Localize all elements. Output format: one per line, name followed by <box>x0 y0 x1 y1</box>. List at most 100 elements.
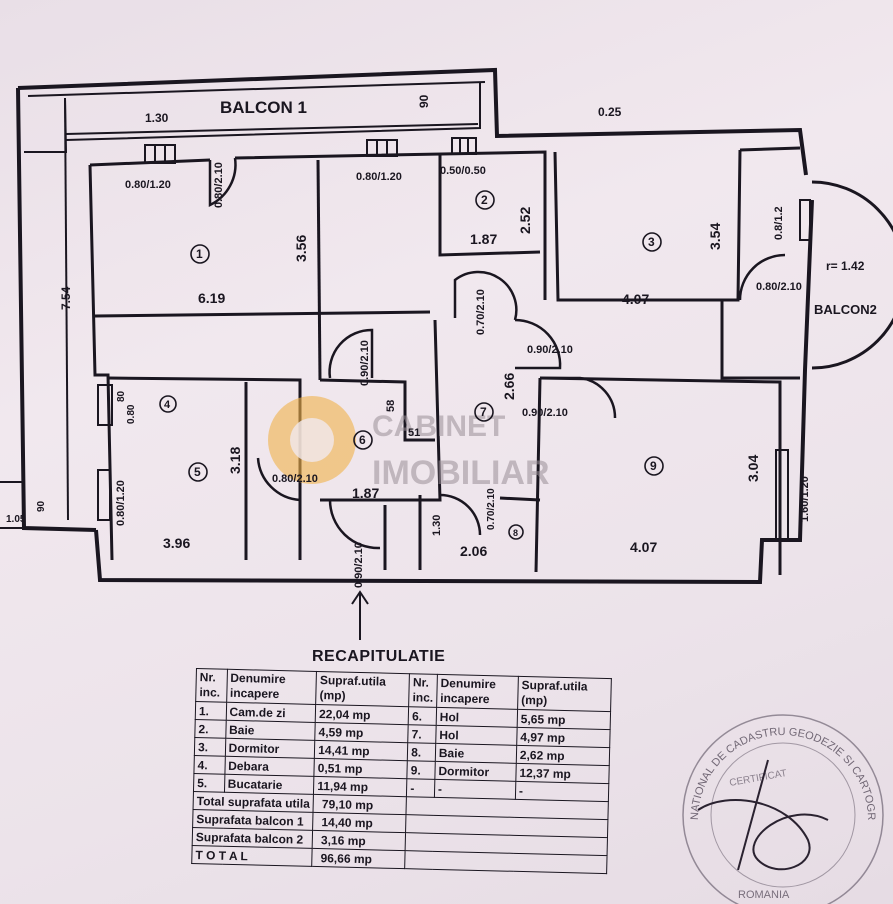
total-value: 3,16 mp <box>312 830 406 851</box>
inner-walls <box>88 146 801 575</box>
cell-nr: 5. <box>193 773 225 793</box>
windows <box>97 137 811 541</box>
dim-d9a: 0.90/2.10 <box>527 344 573 356</box>
room-numbers: 1 2 3 4 5 6 7 8 9 <box>164 193 657 538</box>
cell-name: Cam.de zi <box>225 702 316 723</box>
dim-r9-h: 3.04 <box>745 455 761 482</box>
cell-name: Baie <box>225 720 316 741</box>
balcony2-label: BALCON2 <box>814 302 877 317</box>
cell-name: Dormitor <box>224 738 315 759</box>
cell-name: Debara <box>224 756 315 777</box>
room-number-4: 4 <box>164 399 171 411</box>
dim-w2: 0.80/1.20 <box>356 171 402 183</box>
dim-w9: 1.60/1.20 <box>799 476 811 522</box>
dim-r9-w: 4.07 <box>630 539 657 555</box>
dim-r5-h: 3.18 <box>227 447 243 474</box>
dim-w5: 0.80/1.20 <box>115 480 127 526</box>
dim-d1: 0.80/2.10 <box>213 162 225 208</box>
dim-d5: 0.80/2.10 <box>272 473 318 485</box>
cell-name: Dormitor <box>434 761 517 782</box>
dim-r4-80: 80 <box>116 390 127 402</box>
total-value: 14,40 mp <box>312 812 407 833</box>
dim-d3: 0.80/2.10 <box>756 281 802 293</box>
cell-area: 0,51 mp <box>314 758 408 779</box>
room-markers <box>159 190 664 540</box>
dim-left-754: 7.54 <box>59 286 73 310</box>
cell-nr: 8. <box>407 742 436 762</box>
outer-walls <box>0 67 814 585</box>
balcony1-rail <box>65 82 481 141</box>
cell-nr: 1. <box>195 701 227 721</box>
cell-nr: - <box>406 778 435 798</box>
header-supraf: Supraf.utila(mp) <box>315 671 410 707</box>
cell-name: Hol <box>435 725 518 746</box>
cell-name: Baie <box>435 743 517 764</box>
header-nr-2: Nr.inc. <box>408 673 438 708</box>
dim-r7-h: 2.66 <box>501 373 517 400</box>
dim-top-025: 0.25 <box>598 105 622 119</box>
stamp-bottom-text: ROMANIA <box>738 889 790 901</box>
plan-labels: BALCON 1 BALCON2 1.30 90 0.25 7.54 0.80/… <box>6 94 877 588</box>
header-supraf-2: Supraf.utila(mp) <box>517 676 612 712</box>
room-number-6: 6 <box>359 433 366 447</box>
entry-arrow-icon <box>351 590 369 640</box>
cell-nr: 7. <box>407 724 437 744</box>
total-label: T O T A L <box>191 845 313 867</box>
cell-area: 5,65 mp <box>517 709 611 730</box>
total-blank <box>404 850 608 874</box>
room-number-2: 2 <box>481 193 488 207</box>
dim-r3-w: 4.07 <box>622 291 649 307</box>
dim-left-90: 90 <box>36 500 47 512</box>
cadastre-stamp: NATIONAL DE CADASTRU GEODEZIE SI CARTOGR… <box>668 700 884 904</box>
dim-w4: 0.8/1.2 <box>773 206 785 240</box>
dim-d8: 0.70/2.10 <box>486 488 497 530</box>
cell-area: 4,97 mp <box>516 727 611 748</box>
dim-w1: 0.80/1.20 <box>125 179 171 191</box>
room-number-3: 3 <box>648 235 655 249</box>
cell-nr: 3. <box>194 737 226 757</box>
dim-r2-h: 2.52 <box>517 207 533 234</box>
dim-r1-h: 3.56 <box>293 235 309 262</box>
dim-entry-door: 0.90/2.10 <box>353 542 365 588</box>
cell-nr: 2. <box>194 719 226 739</box>
dim-top-90: 90 <box>417 94 431 108</box>
dim-51: 51 <box>408 427 420 439</box>
dim-top-left: 1.30 <box>145 111 169 125</box>
door-swings <box>208 157 893 550</box>
dim-left-105: 1.05 <box>6 514 26 525</box>
cell-area: 11,94 mp <box>313 776 408 797</box>
dim-w3: 0.50/0.50 <box>440 165 486 177</box>
recap-title: RECAPITULATIE <box>312 648 446 665</box>
balcony1-label: BALCON 1 <box>220 98 307 117</box>
dim-d6: 0.90/2.10 <box>359 340 371 386</box>
dim-r3-h: 3.54 <box>707 223 723 250</box>
cell-area: - <box>515 781 609 802</box>
signature <box>697 799 829 871</box>
header-nr: Nr.inc. <box>195 668 228 703</box>
stamp-inner-text: CERTIFICAT <box>729 768 788 789</box>
watermark: CABINET IMOBILIAR <box>268 396 550 492</box>
dim-r5-w: 3.96 <box>163 535 190 551</box>
watermark-line1: CABINET <box>372 410 505 443</box>
cell-area: 22,04 mp <box>315 704 409 725</box>
cell-nr: 6. <box>408 706 437 726</box>
dim-r1-w: 6.19 <box>198 290 225 306</box>
dim-r4-d: 0.80 <box>126 404 137 424</box>
dim-r8-w: 2.06 <box>460 543 487 559</box>
dim-d9b: 0.90/2.10 <box>522 407 568 419</box>
total-value: 96,66 mp <box>311 848 406 869</box>
dim-130: 1.30 <box>431 515 443 536</box>
room-number-1: 1 <box>196 247 203 261</box>
cell-name: Hol <box>436 707 518 728</box>
cell-area: 12,37 mp <box>515 763 610 784</box>
room-number-8: 8 <box>513 528 518 538</box>
cell-name: Bucatarie <box>224 774 315 795</box>
dim-r2-w: 1.87 <box>470 231 497 247</box>
cell-area: 2,62 mp <box>516 745 610 766</box>
watermark-line2: IMOBILIAR <box>372 454 550 492</box>
dim-r6-w: 1.87 <box>352 485 379 501</box>
cell-area: 14,41 mp <box>314 740 408 761</box>
